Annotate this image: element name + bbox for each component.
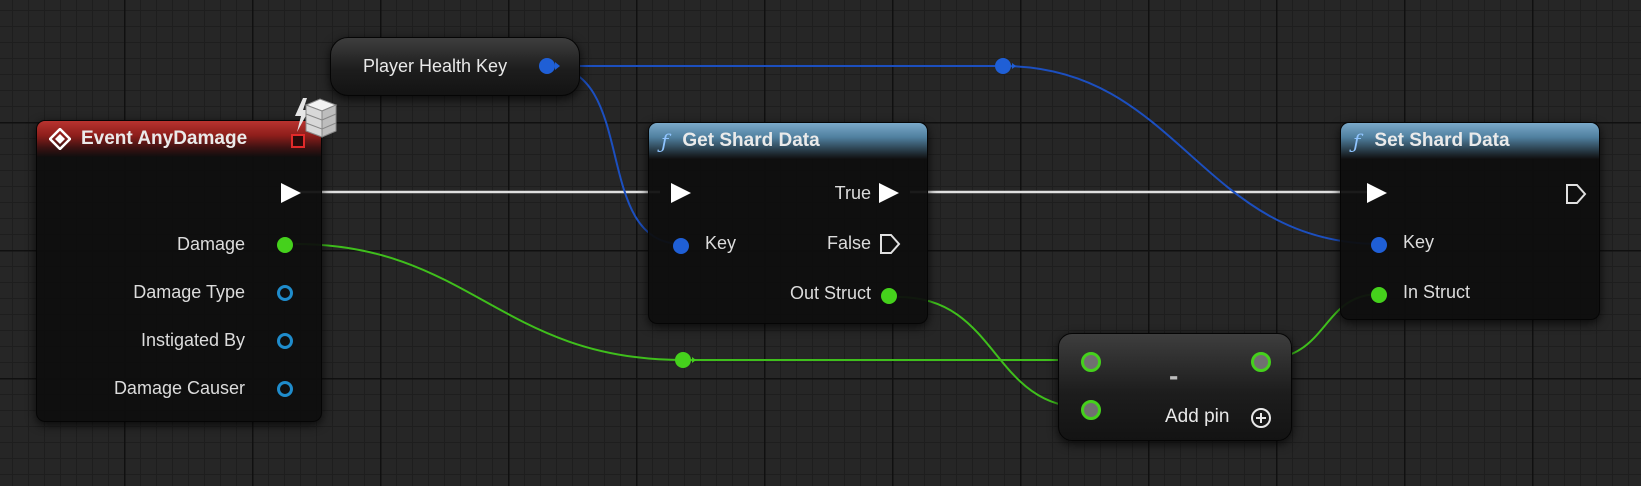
event-anydamage-node[interactable]: Event AnyDamage Damage Damage Type Insti… — [36, 120, 322, 422]
set-shard-data-node[interactable]: ƒ Set Shard Data Key In Struct — [1340, 122, 1600, 320]
damage-type-pin-label: Damage Type — [133, 282, 245, 302]
reroute-knot-blue[interactable] — [995, 58, 1011, 74]
set-node-header[interactable]: ƒ Set Shard Data — [1341, 123, 1599, 159]
set-exec-out-pin[interactable] — [1565, 183, 1587, 205]
damage-pin-label: Damage — [176, 234, 245, 254]
out-struct-pin-label: Out Struct — [789, 283, 871, 303]
operator-input-pin-b[interactable] — [1081, 400, 1101, 420]
event-node-title: Event AnyDamage — [81, 128, 248, 149]
event-exec-out-pin[interactable] — [281, 183, 301, 203]
damage-pin[interactable] — [277, 237, 293, 253]
false-pin-label: False — [826, 233, 871, 253]
reroute-knot-green[interactable] — [675, 352, 691, 368]
variable-output-pin[interactable] — [539, 58, 555, 74]
event-node-header[interactable]: Event AnyDamage — [37, 121, 321, 157]
instigated-by-pin[interactable] — [277, 333, 293, 349]
variable-pin-arrow — [555, 62, 560, 70]
operator-output-pin[interactable] — [1251, 352, 1271, 372]
false-exec-out-pin[interactable] — [879, 233, 901, 255]
get-key-pin[interactable] — [673, 238, 689, 254]
lightning-icon — [295, 98, 309, 132]
event-replicate-indicator — [291, 134, 305, 148]
function-f-icon: ƒ — [661, 129, 669, 153]
subtract-operator-node[interactable]: - Add pin — [1058, 333, 1292, 441]
variable-label: Player Health Key — [363, 56, 508, 76]
player-health-key-node[interactable]: Player Health Key — [330, 37, 580, 96]
get-key-label: Key — [705, 233, 737, 253]
instigated-by-pin-label: Instigated By — [140, 330, 245, 350]
operator-symbol: - — [1169, 360, 1179, 391]
damage-causer-pin-label: Damage Causer — [113, 378, 245, 398]
get-node-title: Get Shard Data — [682, 130, 820, 151]
true-pin-label: True — [834, 183, 871, 203]
reroute-knot-green-arrow — [692, 357, 696, 363]
operator-input-pin-a[interactable] — [1081, 352, 1101, 372]
set-node-title: Set Shard Data — [1374, 130, 1510, 151]
float-wire-damage-to-reroute[interactable] — [294, 243, 684, 361]
set-exec-in-pin[interactable] — [1367, 183, 1387, 203]
get-exec-in-pin[interactable] — [671, 183, 691, 203]
float-wire-outstruct-to-operator[interactable] — [897, 296, 1089, 409]
server-stack-icon — [304, 98, 338, 138]
out-struct-pin[interactable] — [881, 288, 897, 304]
in-struct-pin[interactable] — [1371, 287, 1387, 303]
damage-type-pin[interactable] — [277, 285, 293, 301]
true-exec-out-pin[interactable] — [879, 183, 899, 203]
struct-wire-reroute-to-set[interactable] — [1002, 65, 1381, 245]
add-pin-icon[interactable] — [1251, 408, 1271, 428]
function-f-icon-set: ƒ — [1353, 129, 1361, 153]
damage-causer-pin[interactable] — [277, 381, 293, 397]
set-key-pin[interactable] — [1371, 237, 1387, 253]
reroute-knot-blue-arrow — [1012, 63, 1016, 69]
get-node-header[interactable]: ƒ Get Shard Data — [649, 123, 927, 159]
event-diamond-icon — [49, 128, 71, 150]
set-key-label: Key — [1403, 232, 1435, 252]
get-shard-data-node[interactable]: ƒ Get Shard Data Key True False Out Stru… — [648, 122, 928, 324]
add-pin-label[interactable]: Add pin — [1165, 406, 1230, 427]
in-struct-label: In Struct — [1403, 282, 1471, 302]
